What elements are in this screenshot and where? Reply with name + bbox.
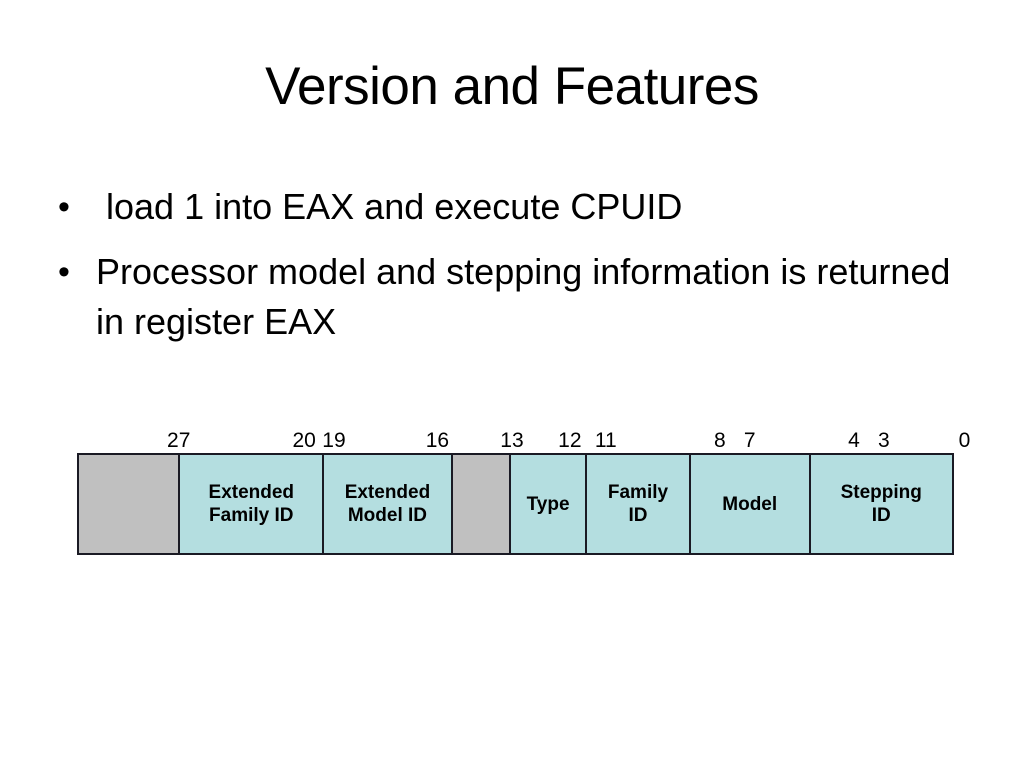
bit-position-label: 0 <box>958 429 971 452</box>
bitfield-cell-label: Family ID <box>607 482 669 526</box>
bitfield-cell-type: Type <box>511 455 588 553</box>
bullet-marker-icon: • <box>58 253 70 291</box>
bit-position-label: 4 <box>848 429 860 452</box>
bitfield-cell-reserved <box>79 455 181 553</box>
bit-position-label: 13 <box>500 429 524 452</box>
bit-position-label: 11 <box>594 429 617 452</box>
bit-position-label: 19 <box>322 429 346 452</box>
bit-position-label: 3 <box>877 429 890 452</box>
bit-position-label: 27 <box>167 429 191 452</box>
page-title: Version and Features <box>265 57 759 116</box>
bit-position-label: 8 <box>713 429 726 452</box>
bitfield-cell-model: Model <box>690 455 811 553</box>
bitfield-cell-stepping-id: Stepping ID <box>810 455 952 553</box>
bitfield-cell-family-id: Family ID <box>587 455 691 553</box>
bitfield-cell-extended-family-id: Extended Family ID <box>180 455 325 553</box>
bit-position-label: 12 <box>558 429 582 452</box>
bitfield-cell-label: Stepping ID <box>840 482 922 526</box>
bitfield-cell-label: Model <box>722 493 778 515</box>
bit-position-label: 7 <box>743 429 756 452</box>
list-item: • Processor model and stepping informati… <box>58 247 978 347</box>
bullet-list: • load 1 into EAX and execute CPUID • Pr… <box>58 182 978 347</box>
bitfield-cell-label: Extended Family ID <box>208 482 295 526</box>
bitfield-cell-label: Type <box>526 493 570 515</box>
bit-field-cells: Extended Family ID Extended Model ID Type F… <box>77 453 954 555</box>
bit-position-label: 20 <box>292 429 316 452</box>
bitfield-cell-label: Extended Model ID <box>344 482 431 526</box>
bit-position-label: 16 <box>425 429 450 452</box>
bitfield-cell-reserved <box>452 455 512 553</box>
bullet-marker-icon: • <box>58 188 70 226</box>
bullet-text: load 1 into EAX and execute CPUID <box>96 186 683 227</box>
bitfield-cell-extended-model-id: Extended Model ID <box>324 455 453 553</box>
bullet-text: Processor model and stepping information… <box>96 251 961 342</box>
list-item: • load 1 into EAX and execute CPUID <box>58 182 978 232</box>
